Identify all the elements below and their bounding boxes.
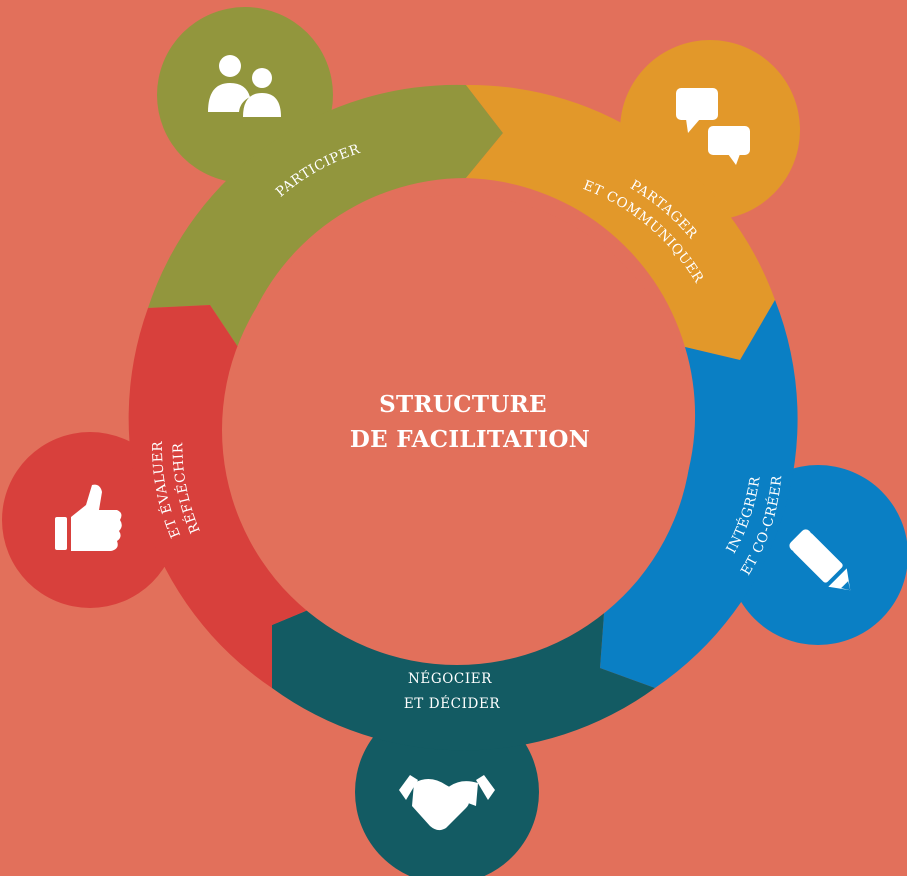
negocier-label-line1: NÉGOCIER (408, 671, 492, 687)
reflechir-arc (128, 305, 320, 688)
people-icon (208, 55, 281, 117)
segment-participer[interactable]: PARTICIPER (148, 7, 503, 350)
negocier-label-line2: ET DÉCIDER (404, 696, 501, 712)
center-circle (222, 195, 692, 665)
segment-reflechir[interactable]: RÉFLÉCHIR ET ÉVALUER (2, 305, 320, 688)
participer-arc (148, 84, 503, 350)
thumbs-up-icon (55, 484, 122, 551)
integrer-arc (600, 300, 798, 688)
handshake-icon (399, 775, 495, 831)
segment-integrer[interactable]: INTÉGRER ET CO-CRÉER (600, 300, 907, 688)
partager-arc (466, 84, 775, 360)
speech-bubbles-icon (676, 88, 750, 165)
center-title-line1: STRUCTURE (379, 391, 547, 418)
pencil-icon (789, 529, 851, 591)
center-title-line2: DE FACILITATION (350, 426, 590, 453)
